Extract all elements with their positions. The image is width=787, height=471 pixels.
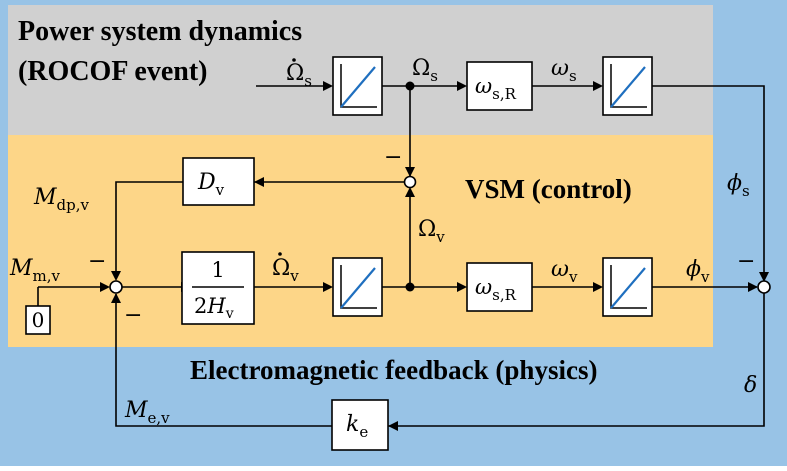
arrowhead [405,187,415,197]
summing-point-damping [403,175,417,189]
arrowhead [593,81,603,91]
block-subscript: s,R [492,286,516,304]
minus-sign: − [384,145,402,170]
inertia-denominator-coef: 2 [194,294,207,318]
inertia-denominator-subscript: v [225,306,234,322]
integrator-block-vsm-freq [332,257,383,317]
gain-block-omega-sR-top: ωs,R [466,61,533,111]
arrowhead [323,282,333,292]
signal-label-Omega-s: Ωs [412,56,438,85]
svg-text:2Hv: 2Hv [194,294,234,322]
signal-label-M-e: Me,v [124,398,170,427]
integrator-block-vsm-angle [602,257,653,317]
electromagnetic-gain-block: ke [331,399,389,451]
block-symbol: ω [475,74,492,98]
block-symbol: ω [475,275,492,299]
wire-phi-s [652,85,765,279]
signal-label-Omega-v-dot: Ωv [272,252,299,285]
block-subscript: s,R [492,85,516,103]
block-subscript: v [215,181,225,199]
integrator-ramp-icon [610,64,647,108]
svg-text:ωs,R: ωs,R [475,275,517,304]
signal-label-M-dp: Mdp,v [33,185,90,214]
signal-label-omega-s: ωs [551,56,577,85]
inertia-numerator: 1 [211,258,224,282]
svg-text:Ωs: Ωs [286,61,312,90]
block-subscript: e [359,423,368,441]
damping-block: Dv [182,157,255,206]
block-symbol: D [197,170,216,195]
svg-text:Dv: Dv [197,170,225,199]
zero-constant-block: 0 [25,305,51,335]
integrator-block-ps-angle [602,56,653,116]
wire-M-dp [115,181,183,279]
minus-sign: − [124,303,142,328]
arrowhead [323,81,333,91]
arrowhead [405,167,415,177]
arrowhead [111,293,121,303]
signal-label-phi-s: ϕs [727,171,750,200]
arrowhead [759,272,769,282]
wire-M-e [115,294,332,427]
gain-block-omega-sR-bottom: ωs,R [466,262,533,312]
signal-label-phi-v: ϕv [686,257,710,286]
signal-label-delta: δ [744,373,757,398]
arrowhead [100,282,110,292]
signal-label-Omega-v: Ωv [418,217,445,246]
wire-delta-feedback [388,293,765,427]
signal-label-M-m: Mm,v [9,256,61,285]
vsm-title: VSM (control) [465,174,632,204]
integrator-ramp-icon [610,265,647,309]
signal-label-omega-v: ωv [551,257,578,286]
minus-sign: − [88,249,106,274]
arrowhead [111,271,121,281]
arrowhead [748,282,758,292]
power-system-title-line1: Power system dynamics [18,16,302,47]
arrowhead [457,282,467,292]
power-system-title-line2: (ROCOF event) [18,56,207,87]
arrowhead [388,421,398,431]
arrowhead [457,81,467,91]
electromagnetic-title: Electromagnetic feedback (physics) [190,355,597,385]
integrator-ramp-icon [340,64,377,108]
arrowhead [254,177,264,187]
integrator-block-ps-freq [332,56,383,116]
summing-point-angle [757,280,771,294]
svg-text:ωs,R: ωs,R [475,74,517,103]
signal-label-omega-dot-s: Ωs [286,58,312,90]
svg-text:Ωv: Ωv [272,256,299,285]
inertia-block: 1 2Hv [181,251,255,325]
integrator-ramp-icon [340,265,377,309]
svg-text:ke: ke [346,412,368,441]
block-symbol: k [346,412,359,437]
arrowhead [593,282,603,292]
summing-point-torque [109,280,123,294]
inertia-denominator-symbol: H [206,294,226,318]
minus-sign: − [737,249,755,274]
zero-constant-value: 0 [32,308,45,332]
junction-dot [405,282,415,292]
junction-dot [405,81,415,91]
